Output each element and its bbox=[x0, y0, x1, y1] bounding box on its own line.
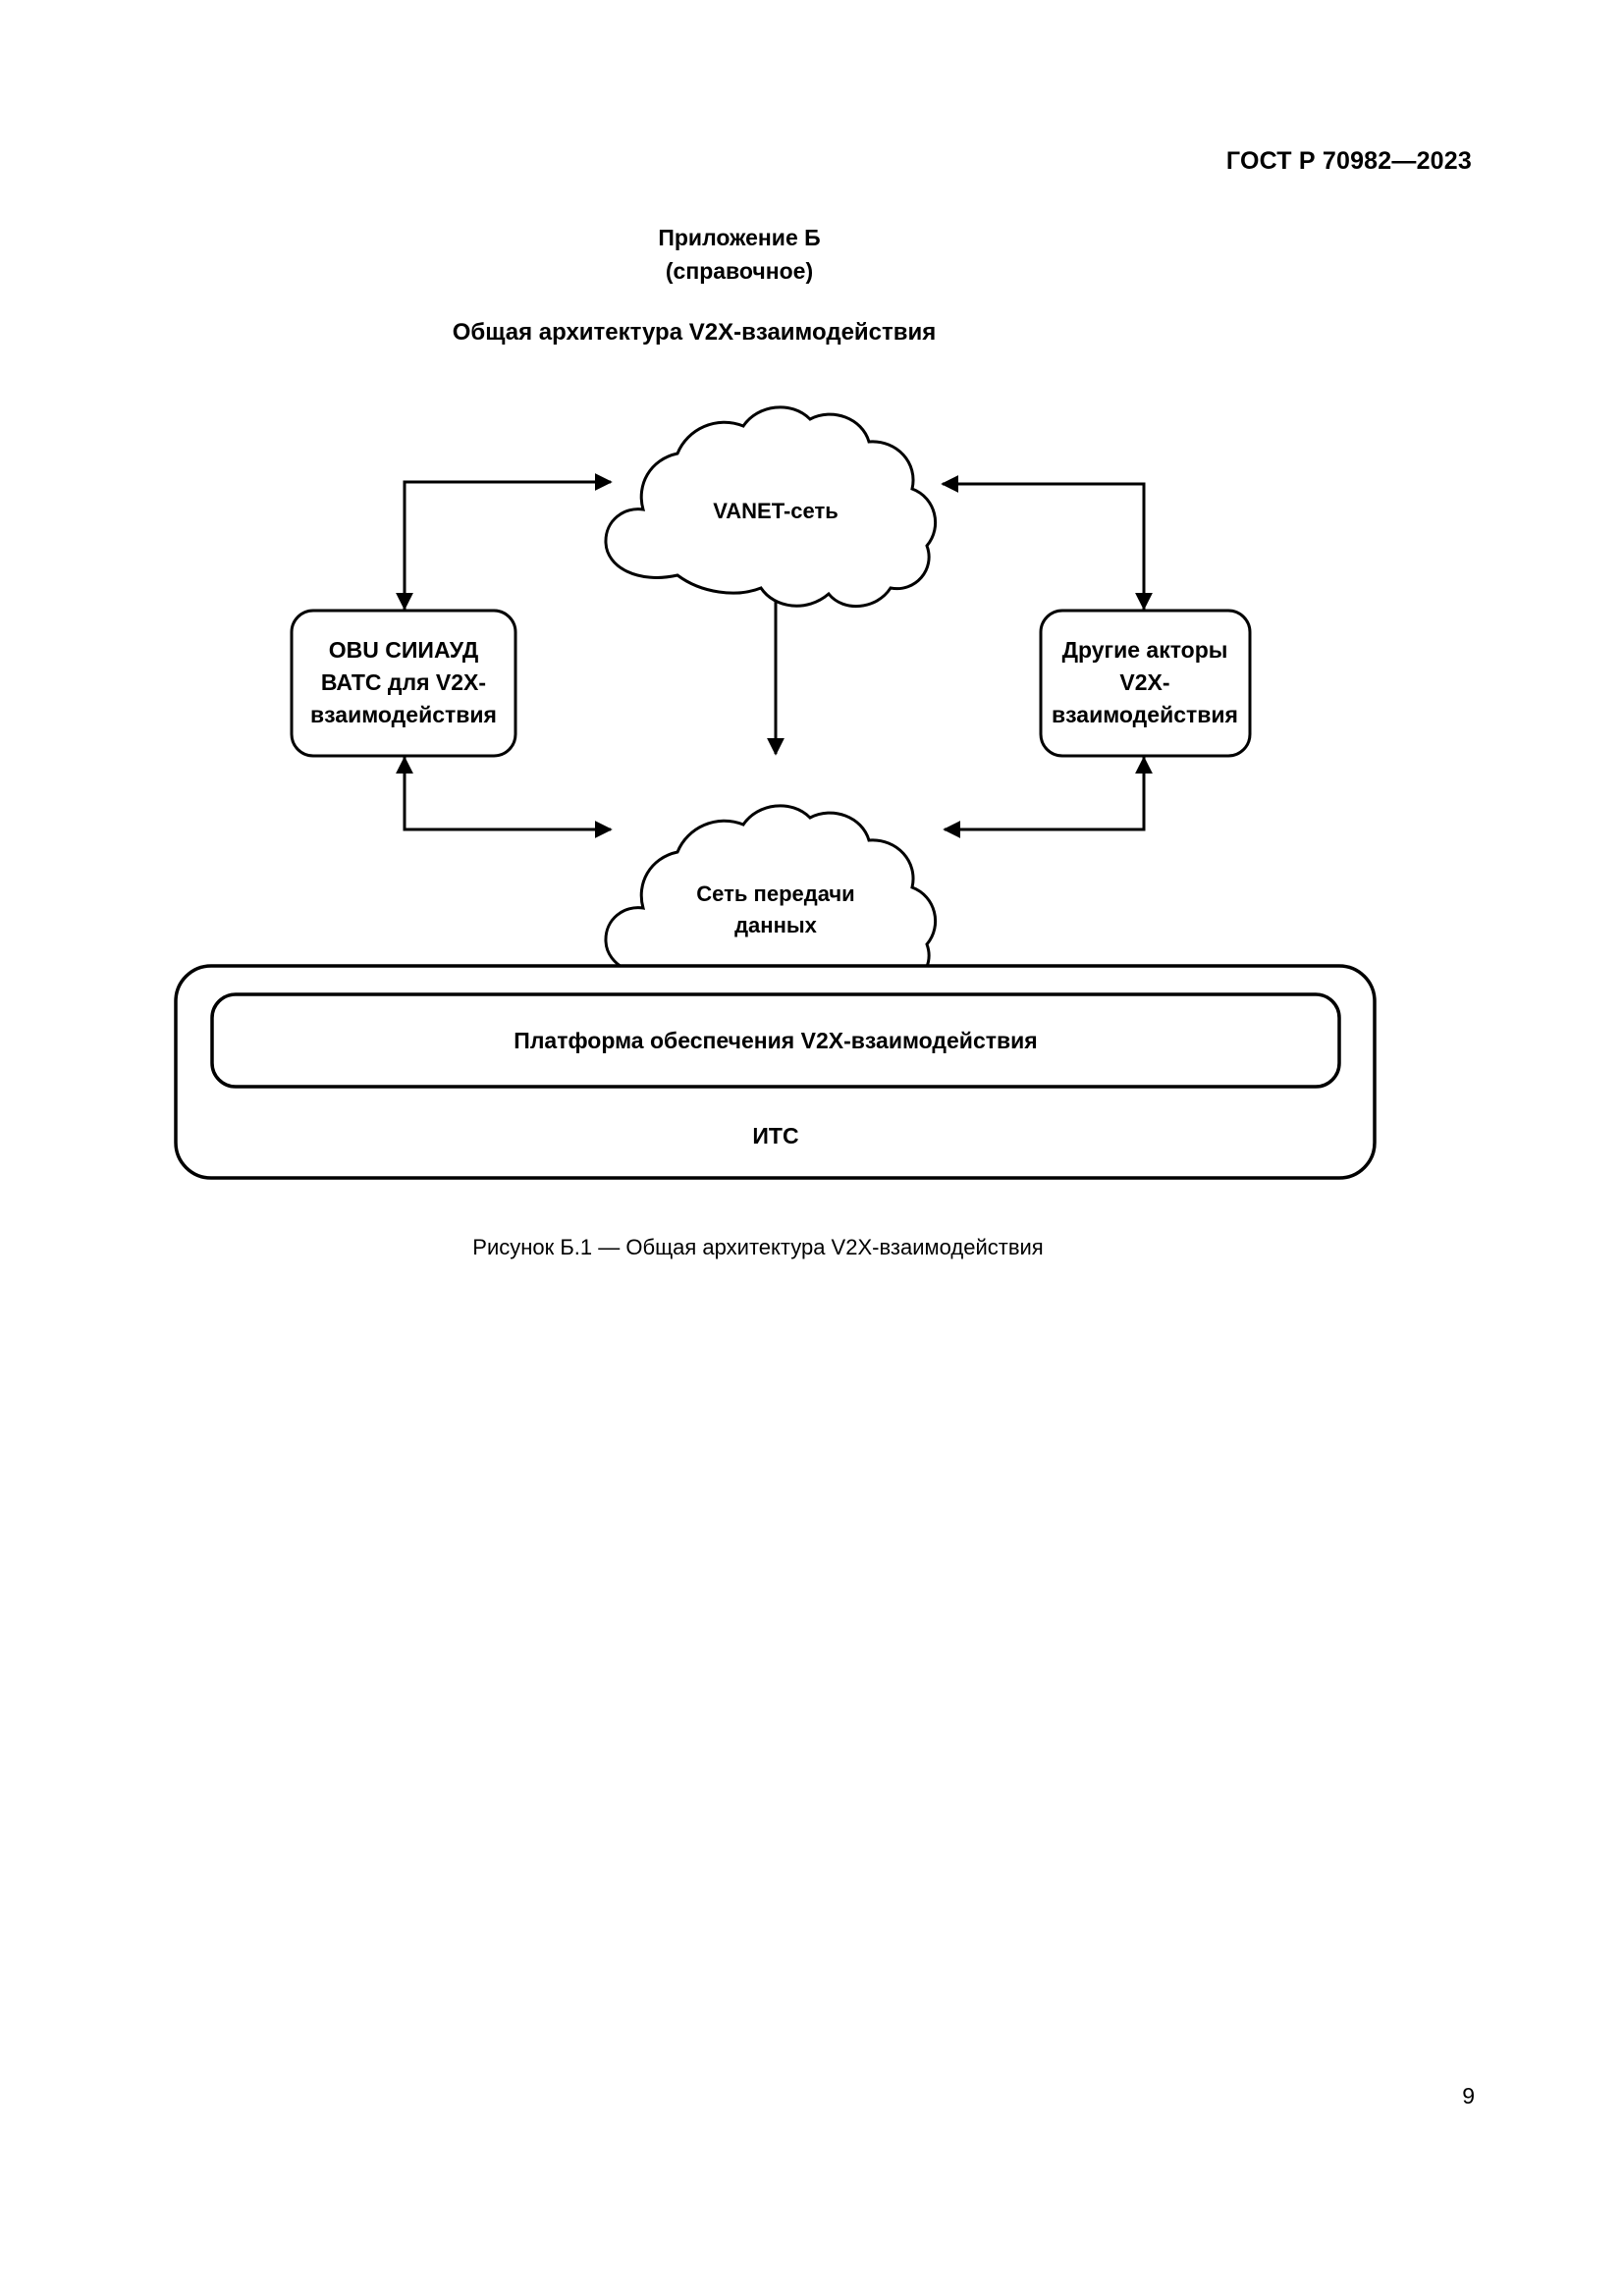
actors-box-shape bbox=[1039, 609, 1252, 758]
node-vanet-cloud: VANET-сеть bbox=[604, 405, 938, 608]
its-container-label: ИТС bbox=[752, 1123, 798, 1148]
actors-box-label-line-2: V2X- bbox=[1119, 669, 1169, 695]
connector-obu-to-data-cloud-horizontal bbox=[403, 756, 613, 838]
node-actors-box: Другие акторы V2X- взаимодействия bbox=[1039, 609, 1252, 758]
page-number: 9 bbox=[1462, 2083, 1475, 2109]
connector-actors-to-data-cloud-horizontal bbox=[943, 756, 1146, 838]
data-network-cloud-label-line-1: Сеть передачи bbox=[696, 881, 854, 906]
annex-subtitle: (справочное) bbox=[665, 258, 814, 284]
actors-box-label-line-3: взаимодействия bbox=[1052, 702, 1238, 727]
connector-vanet-to-obu-top-horizontal bbox=[403, 473, 613, 611]
annex-title: Приложение Б bbox=[658, 225, 821, 250]
platform-box-label: Платформа обеспечения V2X-взаимодействия bbox=[514, 1028, 1037, 1053]
section-heading: Общая архитектура V2X-взаимодействия bbox=[452, 319, 937, 346]
data-network-cloud-label-line-2: данных bbox=[734, 913, 818, 937]
platform-box-shape bbox=[210, 992, 1341, 1089]
node-obu-box: OBU СИИАУД ВАТС для V2X- взаимодействия bbox=[290, 609, 517, 758]
obu-box-shape bbox=[290, 609, 517, 758]
annex-heading-block: Приложение Б (справочное) bbox=[0, 221, 1624, 288]
vanet-cloud-label: VANET-сеть bbox=[713, 499, 839, 523]
node-data-network-cloud: Сеть передачи данных bbox=[604, 804, 938, 1006]
document-header-standard-number: ГОСТ Р 70982—2023 bbox=[1225, 147, 1472, 175]
obu-box-label-line-3: взаимодействия bbox=[310, 702, 497, 727]
vanet-cloud-shape bbox=[604, 405, 938, 608]
architecture-diagram: VANET-сеть OBU СИИАУД ВАТС для V2X- взаи… bbox=[0, 383, 1624, 1198]
obu-box-label-line-1: OBU СИИАУД bbox=[329, 637, 478, 663]
connector-vanet-to-actors-top-horizontal bbox=[941, 475, 1146, 611]
figure-caption: Рисунок Б.1 — Общая архитектура V2X-взаи… bbox=[472, 1235, 1044, 1259]
obu-box-label-line-2: ВАТС для V2X- bbox=[321, 669, 486, 695]
actors-box-label-line-1: Другие акторы bbox=[1062, 637, 1228, 663]
node-its-container: Платформа обеспечения V2X-взаимодействия… bbox=[174, 964, 1377, 1180]
